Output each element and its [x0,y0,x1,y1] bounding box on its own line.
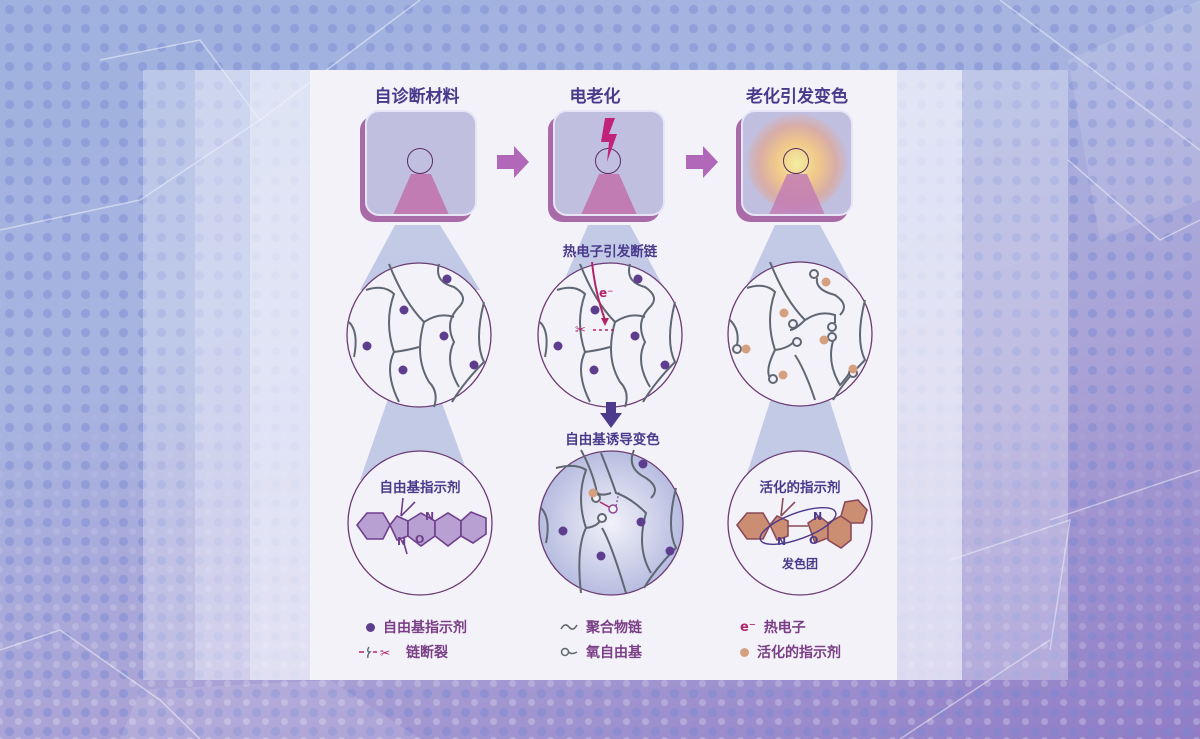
label-activated-indicator: 活化的指示剂 [759,480,841,496]
chromophore-ellipse [759,506,837,546]
chain-scission-icon: ✂ [359,646,390,659]
svg-text:N: N [777,535,786,548]
tan-dot-icon [740,647,749,657]
purple-dot-icon [366,622,375,632]
svg-text:✂: ✂ [380,646,390,659]
label-radical-induced-color: 自由基诱导变色 [565,432,660,448]
step-box-color-change [741,110,853,216]
radical-color-circle [538,449,684,596]
svg-text:N: N [813,510,822,523]
wavy-line-icon [560,624,578,630]
step-title-aging-color-change: 老化引发变色 [746,87,848,107]
sample-spot-circle [595,148,621,174]
arrow-right-icon [497,146,529,178]
legend-oxygen-radical: 氧自由基 [560,642,642,662]
lightning-bolt-icon [601,118,617,162]
indicator-molecule-circle: N O N [347,450,493,596]
legend-activated-indicator: 活化的指示剂 [740,642,841,662]
arrow-down-icon [600,402,622,428]
step-box-electrical-aging [553,110,665,216]
polymer-network-circle-aged [727,261,873,407]
label-hot-electron-scission: 热电子引发断链 [562,244,658,260]
svg-text:O: O [415,533,424,546]
legend-polymer-chain: 聚合物链 [560,617,642,637]
step-title-electrical-aging: 电老化 [569,87,621,107]
label-radical-indicator: 自由基指示剂 [379,480,461,496]
polymer-network-circle-scission: e⁻ ✂ [537,262,683,408]
sample-spot-circle [407,148,433,174]
step-box-material [365,110,477,216]
scissors-icon: ✂ [575,323,586,338]
svg-text:O: O [809,534,818,547]
svg-text:e⁻: e⁻ [599,286,613,300]
svg-text:N: N [397,535,406,548]
legend-hot-electron: e⁻ 热电子 [740,619,806,637]
polymer-network-circle-initial [346,262,492,408]
sample-spot-circle [783,148,809,174]
activated-indicator-circle: N N O [727,450,873,596]
legend-chain-scission: ✂ 链断裂 [358,642,448,662]
svg-text:N: N [425,510,434,523]
label-chromophore: 发色团 [781,557,818,571]
arrow-right-icon [686,146,718,178]
step-title-self-diagnostic-material: 自诊断材料 [374,87,460,107]
open-circle-line-icon [560,647,578,657]
hot-electron-icon: e⁻ [740,619,756,635]
legend-radical-indicator: 自由基指示剂 [366,617,467,637]
